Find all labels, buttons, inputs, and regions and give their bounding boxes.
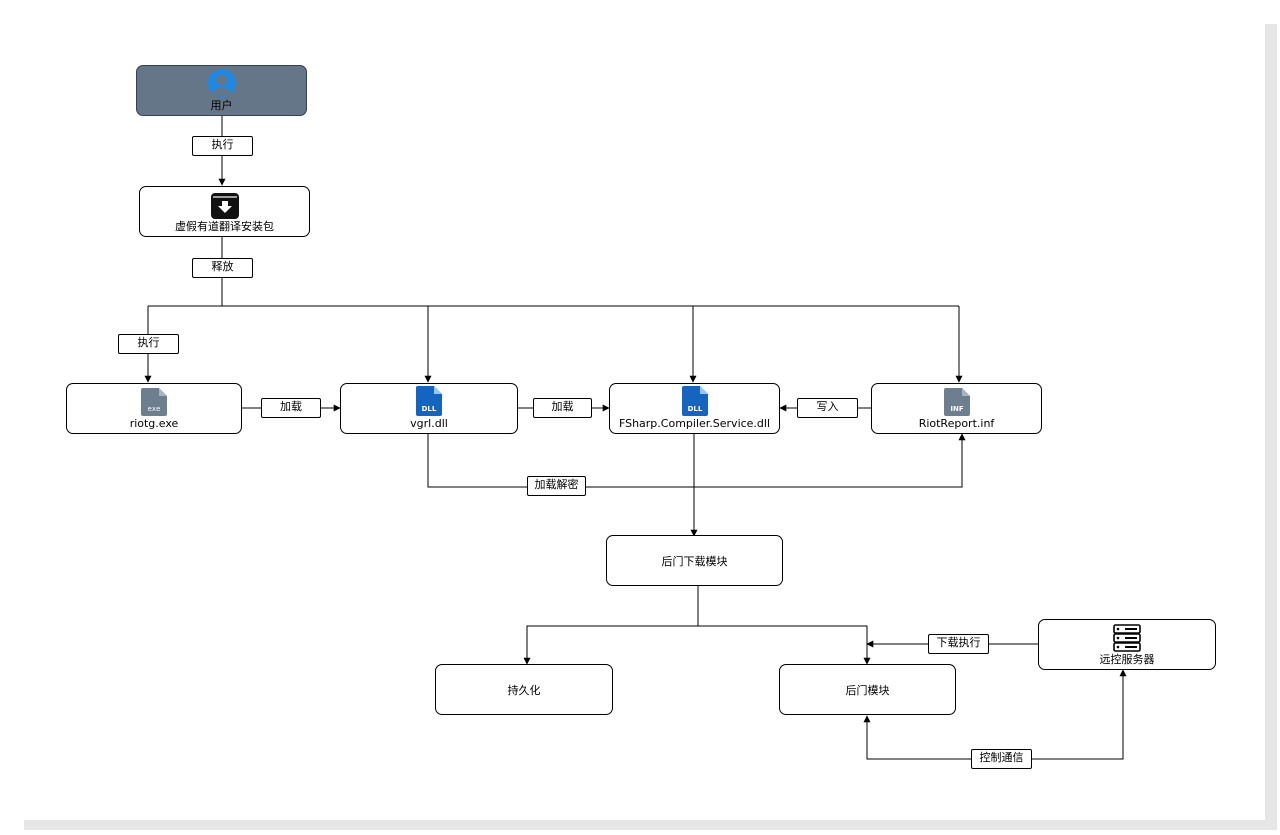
c2-server-node[interactable]: 远控服务器 xyxy=(1038,619,1216,670)
backdoor-node[interactable]: 后门模块 xyxy=(779,664,956,715)
persistence-label: 持久化 xyxy=(507,683,541,697)
edge-label-control-comm: 控制通信 xyxy=(971,749,1032,769)
backdoor-label: 后门模块 xyxy=(845,683,890,697)
backdoor-downloader-node[interactable]: 后门下载模块 xyxy=(606,535,783,586)
inf-file-icon: INF xyxy=(943,388,970,416)
riotg-node[interactable]: exe riotg.exe xyxy=(66,383,242,434)
edge-label-load-vgrl: 加载 xyxy=(261,398,321,418)
edge-vgrl-decrypt-riotreport xyxy=(427,433,966,488)
edge-downloader-to-backdoor xyxy=(698,625,871,665)
riotg-label: riotg.exe xyxy=(129,417,179,430)
server-icon xyxy=(1113,624,1141,652)
riotreport-node[interactable]: INF RiotReport.inf xyxy=(871,383,1042,434)
edge-downloader-split xyxy=(523,586,699,665)
user-icon xyxy=(207,69,236,97)
canvas-shadow-bottom xyxy=(24,820,1277,830)
svg-text:DLL: DLL xyxy=(687,405,702,413)
dll-file-icon: DLL xyxy=(416,386,442,416)
edge-label-download-execute: 下载执行 xyxy=(928,634,989,654)
c2-server-label: 远控服务器 xyxy=(1099,653,1155,666)
download-icon xyxy=(210,193,239,219)
edge-label-execute-riotg: 执行 xyxy=(118,334,179,354)
svg-text:DLL: DLL xyxy=(422,405,437,413)
fsharp-label: FSharp.Compiler.Service.dll xyxy=(618,417,771,430)
fsharp-node[interactable]: DLL FSharp.Compiler.Service.dll xyxy=(609,383,780,434)
edge-label-release: 释放 xyxy=(192,258,253,278)
exe-file-icon: exe xyxy=(141,388,167,416)
installer-node[interactable]: 虚假有道翻译安装包 xyxy=(139,186,310,237)
edge-label-load-decrypt: 加载解密 xyxy=(527,476,586,496)
vgrl-label: vgrl.dll xyxy=(410,417,448,430)
installer-label: 虚假有道翻译安装包 xyxy=(175,220,274,233)
vgrl-node[interactable]: DLL vgrl.dll xyxy=(340,383,518,434)
user-node[interactable]: 用户 xyxy=(136,65,307,116)
edge-label-execute: 执行 xyxy=(192,136,253,156)
backdoor-downloader-label: 后门下载模块 xyxy=(661,554,728,568)
dll-file-icon: DLL xyxy=(681,386,708,416)
riotreport-label: RiotReport.inf xyxy=(918,417,995,430)
svg-text:INF: INF xyxy=(950,405,963,413)
svg-text:exe: exe xyxy=(148,405,161,413)
persistence-node[interactable]: 持久化 xyxy=(435,664,613,715)
edge-label-write: 写入 xyxy=(797,398,858,418)
edge-label-load-fsharp: 加载 xyxy=(533,398,592,418)
user-label: 用户 xyxy=(210,99,233,112)
canvas-shadow-right xyxy=(1265,24,1277,824)
